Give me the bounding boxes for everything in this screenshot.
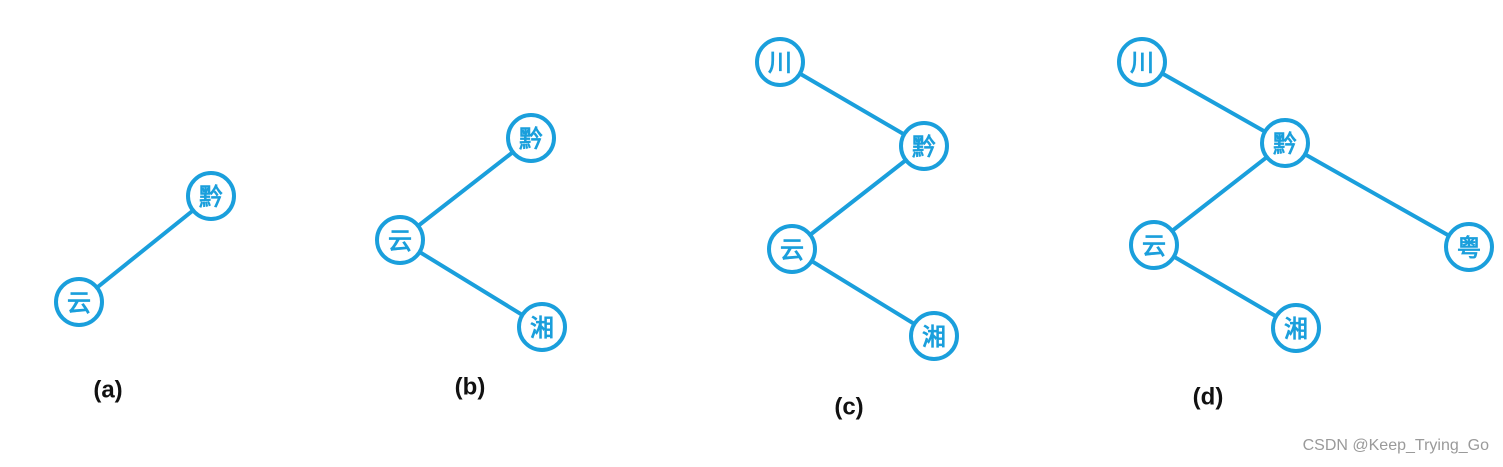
node-circle [1260, 118, 1310, 168]
node-c-qian: 黔 [899, 121, 949, 171]
node-circle [1129, 220, 1179, 270]
node-d-yun: 云 [1129, 220, 1179, 270]
edge-a-qian-yun [77, 194, 213, 304]
node-circle [899, 121, 949, 171]
node-label: 湘 [1284, 315, 1308, 343]
panel-label-b: (b) [455, 374, 486, 401]
node-label: 黔 [1273, 130, 1297, 158]
labels-layer: (a) (b) (c) (d) [93, 374, 1223, 421]
node-d-qian: 黔 [1260, 118, 1310, 168]
node-circle [1271, 303, 1321, 353]
node-circle [1117, 37, 1167, 87]
node-b-xiang: 湘 [517, 302, 567, 352]
edge-b-qian-yun [398, 136, 533, 242]
node-b-yun: 云 [375, 215, 425, 265]
panel-label-d: (d) [1193, 384, 1224, 411]
node-c-xiang: 湘 [909, 311, 959, 361]
edge-d-qian-yue [1283, 141, 1471, 249]
node-a-yun: 云 [54, 277, 104, 327]
edge-d-yun-xiang [1152, 243, 1298, 330]
node-label: 湘 [530, 314, 554, 342]
edge-c-yun-xiang [790, 247, 936, 338]
node-circle [767, 224, 817, 274]
node-d-xiang: 湘 [1271, 303, 1321, 353]
node-d-yue: 粤 [1444, 222, 1494, 272]
node-label: 云 [1142, 232, 1166, 260]
node-label: 川 [768, 49, 792, 77]
node-circle [755, 37, 805, 87]
edge-d-chuan-qian [1140, 60, 1287, 145]
node-label: 黔 [519, 125, 543, 153]
node-circle [506, 113, 556, 163]
node-label: 湘 [922, 323, 946, 351]
edge-d-qian-yun [1152, 141, 1287, 247]
node-label: 黔 [199, 183, 223, 211]
node-d-chuan: 川 [1117, 37, 1167, 87]
edge-b-yun-xiang [398, 238, 544, 329]
edge-c-chuan-qian [778, 60, 926, 148]
node-circle [1444, 222, 1494, 272]
node-circle [517, 302, 567, 352]
node-circle [186, 171, 236, 221]
node-circle [909, 311, 959, 361]
node-label: 川 [1130, 49, 1154, 77]
node-circle [375, 215, 425, 265]
node-label: 云 [67, 289, 91, 317]
node-label: 云 [780, 236, 804, 264]
node-circle [54, 277, 104, 327]
edge-c-qian-yun [790, 144, 926, 251]
node-label: 云 [388, 227, 412, 255]
node-c-yun: 云 [767, 224, 817, 274]
node-b-qian: 黔 [506, 113, 556, 163]
node-a-qian: 黔 [186, 171, 236, 221]
panel-label-c: (c) [834, 394, 863, 421]
watermark: CSDN @Keep_Trying_Go [1302, 437, 1489, 454]
node-label: 粤 [1457, 234, 1481, 262]
panel-label-a: (a) [93, 377, 122, 404]
edges-layer [77, 60, 1471, 338]
node-c-chuan: 川 [755, 37, 805, 87]
node-label: 黔 [912, 133, 936, 161]
